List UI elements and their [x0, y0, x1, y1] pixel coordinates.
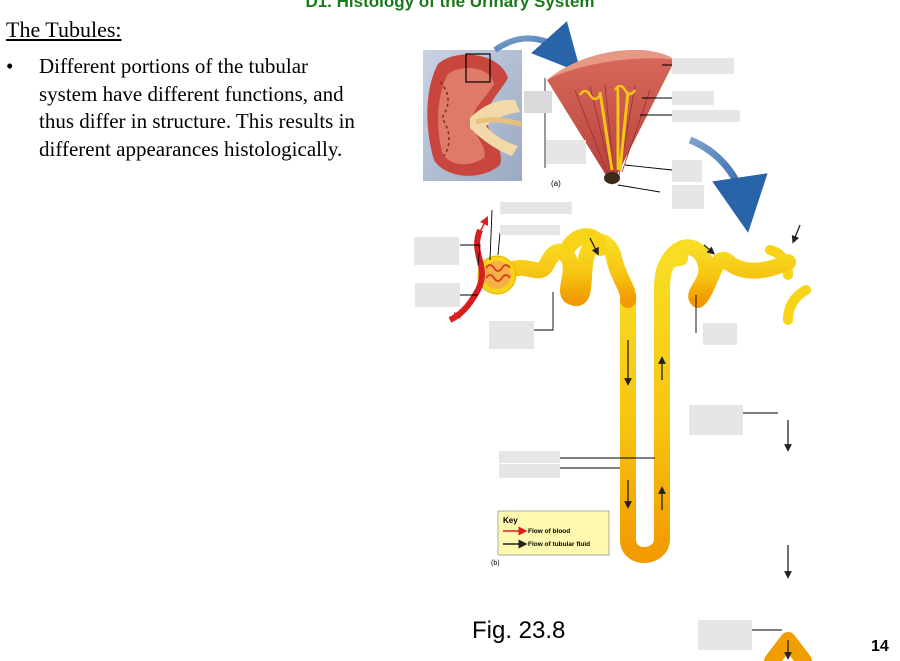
- label-box: [698, 620, 752, 650]
- page-number: 14: [871, 638, 889, 655]
- label-box: [499, 464, 560, 478]
- label-box: [489, 321, 534, 349]
- label-box: [414, 237, 459, 265]
- label-box: [672, 58, 734, 74]
- bullet-marker: •: [6, 54, 14, 78]
- key-title: Key: [503, 516, 518, 525]
- label-box: [500, 225, 560, 235]
- label-box: [672, 160, 702, 182]
- label-box: [672, 91, 714, 105]
- label-box: [546, 140, 586, 164]
- label-box: [499, 451, 560, 463]
- nephron-tubules: [502, 190, 812, 661]
- key-blood-label: Flow of blood: [528, 528, 570, 535]
- flow-key: Key Flow of blood Flow of tubular fluid: [497, 510, 610, 556]
- label-box: [672, 185, 704, 209]
- zoom-arrow-right: [688, 136, 768, 233]
- bullet-text: Different portions of the tubular system…: [39, 54, 355, 161]
- panel-a-label: (a): [551, 179, 561, 188]
- label-box: [524, 91, 552, 113]
- renal-corpuscle: [448, 215, 517, 323]
- label-box: [500, 202, 572, 214]
- label-box: [415, 283, 460, 307]
- renal-pyramid-image: [544, 49, 675, 185]
- label-box: [703, 323, 737, 345]
- panel-b-label: (b): [491, 560, 500, 567]
- key-fluid-label: Flow of tubular fluid: [528, 541, 590, 548]
- slide-heading: The Tubules:: [6, 17, 122, 42]
- label-box: [672, 110, 740, 122]
- label-box: [689, 405, 743, 435]
- kidney-section-image: [423, 50, 522, 181]
- flow-arrows: [589, 224, 801, 660]
- panel-b-leader-lines: [460, 209, 782, 631]
- zoom-arrow-top: [493, 21, 582, 73]
- figure-caption: Fig. 23.8: [472, 617, 566, 644]
- slide-title: D1. Histology of the Urinary System: [305, 0, 595, 11]
